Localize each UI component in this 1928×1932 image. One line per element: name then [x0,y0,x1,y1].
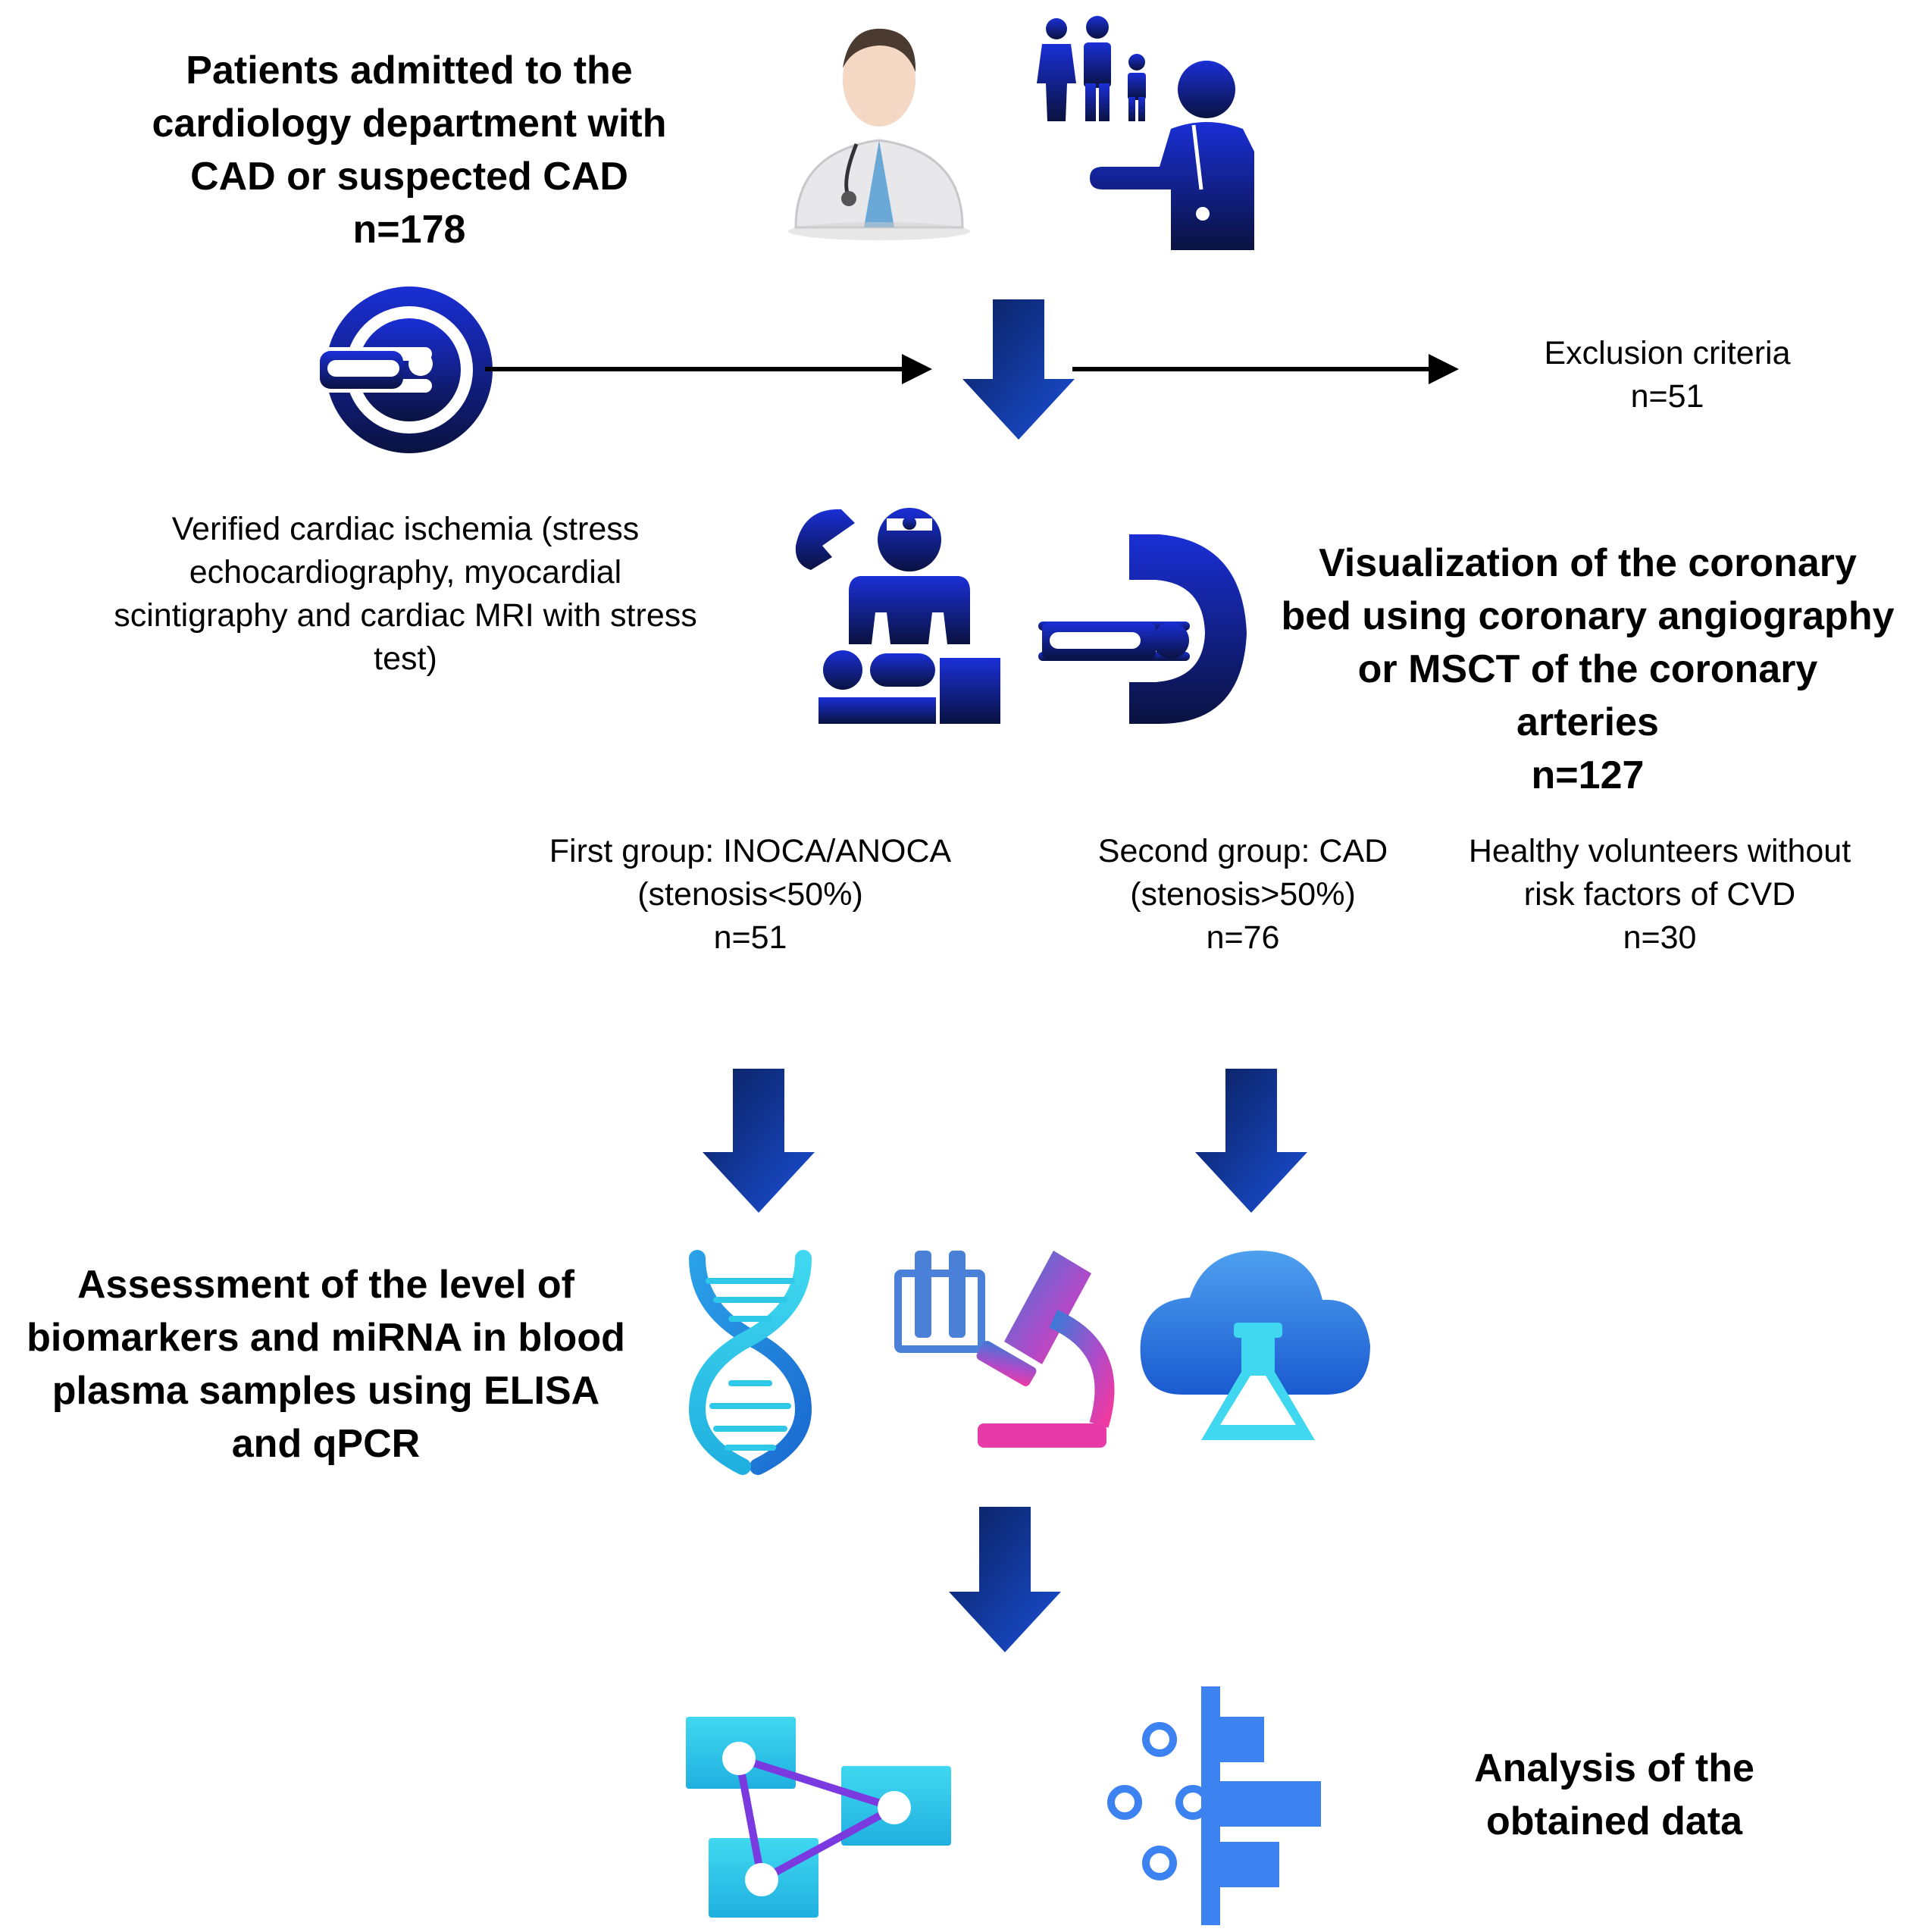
group-label: Second group: CAD [1097,833,1388,869]
group-label: Healthy volunteers without [1468,833,1851,869]
group-second: Second group: CAD (stenosis>50%) n=76 [1053,830,1432,960]
ischemia-line: test) [374,640,437,677]
exclusion-count: n=51 [1630,378,1704,415]
down-arrow-second-group [1195,1069,1307,1213]
group-count: n=76 [1206,919,1280,956]
group-criteria: risk factors of CVD [1523,876,1796,913]
visualization-count: n=127 [1531,753,1645,797]
analysis-text: Analysis of the obtained data [1387,1742,1842,1848]
surgeon-icon [795,508,1000,724]
visualization-line: arteries [1516,700,1659,744]
group-label: First group: INOCA/ANOCA [549,833,952,869]
doctor-icon [788,28,970,240]
ischemia-text: Verified cardiac ischemia (stress echoca… [68,508,743,681]
admission-text: Patients admitted to the cardiology depa… [99,44,720,256]
family-doctor-icon [1037,16,1254,250]
flow-arrow-to-exclusion [1072,354,1459,384]
admission-line: cardiology department with [152,102,667,146]
microscope-test-tubes-icon [894,1251,1115,1448]
data-flow-icon [686,1717,951,1918]
group-criteria: (stenosis<50%) [637,876,863,913]
group-count: n=30 [1623,919,1697,956]
admission-count: n=178 [352,208,466,252]
visualization-line: or MSCT of the coronary [1357,647,1818,691]
down-arrow-first-group [703,1069,815,1213]
cloud-flask-icon [1140,1251,1370,1440]
flow-arrow-to-center [485,354,932,384]
assessment-line: Assessment of the level of [77,1263,574,1307]
ischemia-line: echocardiography, myocardial [189,554,622,590]
c-arm-angiography-icon [1038,534,1247,724]
down-arrow-main [962,299,1075,440]
mri-scanner-icon [318,287,493,453]
visualization-line: Visualization of the coronary [1319,541,1857,585]
visualization-text: Visualization of the coronary bed using … [1250,537,1925,802]
down-arrow-analysis [949,1507,1061,1652]
analysis-line: Analysis of the [1474,1746,1754,1790]
visualization-line: bed using coronary angiography [1281,594,1895,638]
assessment-line: plasma samples using ELISA [52,1369,600,1413]
group-healthy: Healthy volunteers without risk factors … [1425,830,1895,960]
dna-icon [688,1250,812,1475]
assessment-line: biomarkers and miRNA in blood [27,1316,625,1360]
assessment-line: and qPCR [231,1422,421,1466]
ischemia-line: Verified cardiac ischemia (stress [171,511,640,547]
admission-line: Patients admitted to the [186,49,633,92]
exclusion-label: Exclusion criteria [1544,335,1791,371]
exclusion-text: Exclusion criteria n=51 [1470,332,1864,418]
analysis-line: obtained data [1485,1799,1743,1843]
admission-line: CAD or suspected CAD [190,155,628,199]
ischemia-line: scintigraphy and cardiac MRI with stress [114,597,697,634]
group-count: n=51 [713,919,787,956]
group-first: First group: INOCA/ANOCA (stenosis<50%) … [515,830,985,960]
data-analysis-icon [1107,1686,1321,1925]
group-criteria: (stenosis>50%) [1130,876,1356,913]
assessment-text: Assessment of the level of biomarkers an… [0,1258,652,1470]
